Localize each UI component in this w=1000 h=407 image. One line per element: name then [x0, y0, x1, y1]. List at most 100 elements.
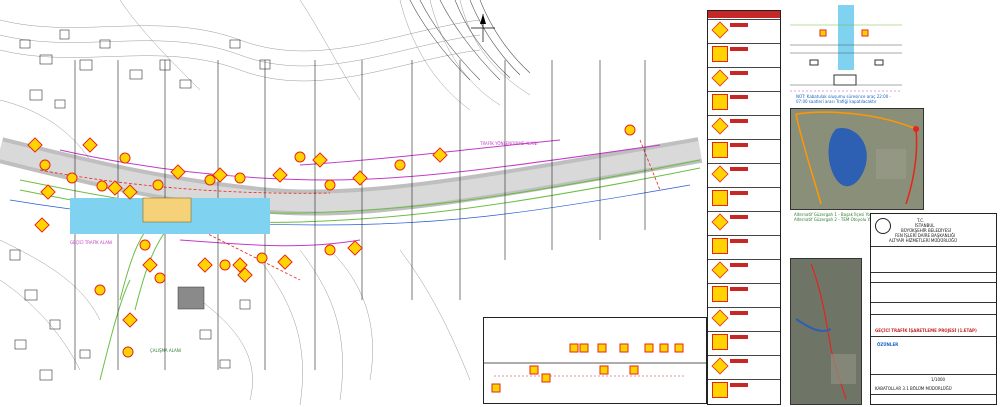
title-block: T.C. İSTANBUL BÜYÜKŞEHİR BELEDİYESİ FEN … [870, 213, 997, 405]
legend-sign-icon [711, 69, 729, 87]
footer-text: KABATOLLAR 3.1 BÖLÜM MÜDÜRLÜĞÜ [875, 386, 952, 391]
profile-sign-icon [491, 383, 501, 393]
legend-sign-icon [711, 213, 729, 231]
profile-sign-icon [619, 343, 629, 353]
traffic-sign-icon [212, 167, 228, 183]
traffic-sign-icon [119, 152, 131, 164]
traffic-sign-icon [234, 172, 246, 184]
legend-row [708, 235, 780, 260]
org-line-3: BÜYÜKŞEHİR BELEDİYESİ [901, 228, 951, 233]
legend-header [708, 11, 780, 18]
traffic-sign-icon [154, 272, 166, 284]
firm-name: ÖZÜNLER [877, 342, 899, 347]
profile-sign-icon [529, 365, 539, 375]
traffic-sign-icon [352, 170, 368, 186]
traffic-sign-icon [39, 159, 51, 171]
legend-row [708, 211, 780, 236]
traffic-sign-icon [256, 252, 268, 264]
traffic-sign-icon [294, 151, 306, 163]
legend-sign-icon [712, 334, 728, 350]
legend-label-bar [730, 311, 748, 315]
traffic-sign-icon [139, 239, 151, 251]
legend-label-bar [730, 263, 748, 267]
traffic-sign-icon [96, 180, 108, 192]
sign-profile-strip [483, 317, 707, 404]
project-title: GEÇİCİ TRAFİK İŞARETLEME PROJESİ (1.ETAP… [875, 328, 977, 333]
detail-inset [790, 5, 902, 92]
traffic-sign-icon [122, 346, 134, 358]
legend-label-bar [730, 239, 748, 243]
profile-sign-icon [569, 343, 579, 353]
legend-row [708, 259, 780, 284]
legend-sign-icon [711, 357, 729, 375]
profile-sign-icon [599, 365, 609, 375]
legend-label-bar [730, 383, 748, 387]
legend-sign-icon [712, 382, 728, 398]
profile-sign-icon [579, 343, 589, 353]
legend-row [708, 379, 780, 404]
legend-label-bar [730, 335, 748, 339]
legend-row [708, 19, 780, 44]
legend-row [708, 43, 780, 68]
legend-label-bar [730, 191, 748, 195]
traffic-sign-icon [324, 244, 336, 256]
traffic-sign-icon [624, 124, 636, 136]
legend-sign-icon [711, 165, 729, 183]
legend-sign-icon [712, 190, 728, 206]
sat1-caption-line2: Alternatif Güzergah 2 - TEM Otoyolu Yan … [794, 217, 882, 222]
legend-sign-icon [711, 309, 729, 327]
legend-label-bar [730, 167, 748, 171]
legend-sign-icon [712, 142, 728, 158]
callout-2: GEÇİCİ TRAFİK ALANI [70, 240, 112, 245]
legend-label-bar [730, 23, 748, 27]
legend-sign-icon [711, 117, 729, 135]
traffic-sign-icon [122, 184, 138, 200]
traffic-sign-icon [107, 180, 123, 196]
scale-label: 1/1000 [931, 377, 946, 382]
dense-contours [409, 0, 531, 81]
traffic-sign-icon [94, 284, 106, 296]
satellite-map-overview [790, 108, 924, 210]
traffic-sign-icon [66, 172, 78, 184]
profile-sign-icon [674, 343, 684, 353]
legend-row [708, 139, 780, 164]
legend-row [708, 163, 780, 188]
traffic-sign-icon [204, 174, 216, 186]
profile-sign-icon [597, 343, 607, 353]
legend-label-bar [730, 47, 748, 51]
road-bands [0, 137, 703, 216]
profile-sign-icon [541, 373, 551, 383]
traffic-sign-icon [27, 137, 43, 153]
legend-sign-icon [711, 21, 729, 39]
traffic-sign-icon [312, 152, 328, 168]
legend-row [708, 355, 780, 380]
profile-sign-icon [659, 343, 669, 353]
legend-row [708, 307, 780, 332]
traffic-sign-icon [122, 312, 138, 328]
org-line-1: T.C. [917, 218, 925, 223]
site-building [177, 286, 205, 310]
contour-lines [0, 0, 531, 406]
north-arrow-icon [471, 14, 495, 42]
profile-sign-icon [644, 343, 654, 353]
legend-row [708, 115, 780, 140]
profile-sign-icon [629, 365, 639, 375]
callout-1: TRAFİK YÖNLENDİRME ALANI [479, 141, 538, 146]
traffic-sign-icon [432, 147, 448, 163]
legend-row [708, 91, 780, 116]
legend-row [708, 283, 780, 308]
traffic-sign-icon [232, 257, 248, 273]
org-line-5: ALTYAPI HİZMETLERİ MÜDÜRLÜĞÜ [889, 238, 958, 243]
inset-note: NOT: Kabatulak oluşumu süresince araç 22… [796, 94, 891, 104]
traffic-sign-icon [277, 254, 293, 270]
sat1-caption-line1: Alternatif Güzergah 1 - Başak İlçesi Yol… [794, 212, 874, 217]
traffic-sign-icon [142, 257, 158, 273]
legend-sign-icon [712, 286, 728, 302]
legend-label-bar [730, 95, 748, 99]
traffic-signs [27, 124, 636, 358]
legend-label-bar [730, 143, 748, 147]
traffic-sign-icon [324, 179, 336, 191]
legend-row [708, 331, 780, 356]
legend-row [708, 67, 780, 92]
buildings [9, 29, 271, 381]
